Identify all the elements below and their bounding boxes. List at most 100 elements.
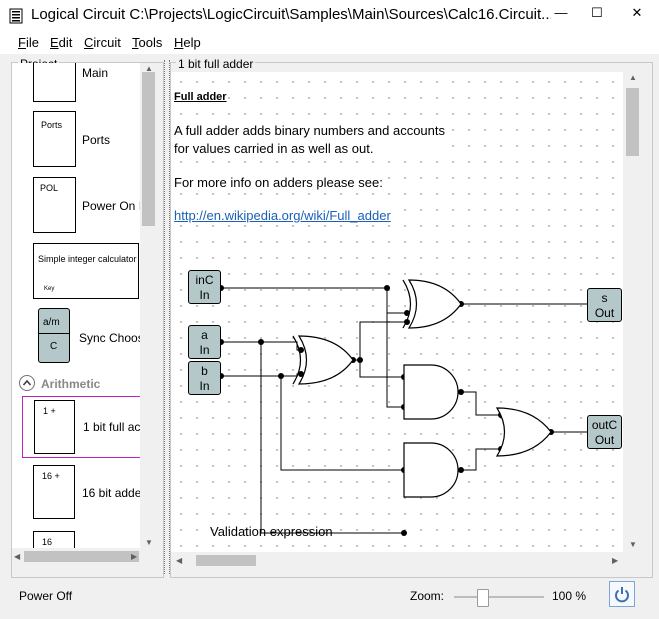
input-pin-a[interactable]: a In	[188, 325, 221, 359]
power-status: Power Off	[19, 589, 73, 603]
pin-name: b	[201, 364, 208, 378]
junction	[384, 285, 390, 291]
menu-circuit[interactable]: Circuit	[84, 35, 121, 50]
junction	[298, 371, 304, 377]
junction	[357, 357, 363, 363]
project-item-label: Sync Choos	[79, 331, 140, 345]
circuit-thumbnail: 1 +	[34, 400, 75, 454]
wire	[261, 341, 301, 351]
output-pin-s[interactable]: s Out	[587, 288, 622, 322]
pin-name: outC	[591, 418, 618, 432]
title-bar: Logical Circuit C:\Projects\LogicCircuit…	[0, 0, 659, 33]
thumbnail-text: Simple integer calculator	[38, 254, 137, 264]
window-title: Logical Circuit C:\Projects\LogicCircuit…	[31, 6, 551, 23]
pin-name: inC	[195, 273, 214, 287]
project-item-label: 1 bit full ac	[83, 420, 140, 434]
thumbnail-text: 16 +	[42, 471, 60, 481]
menu-edit[interactable]: Edit	[50, 35, 73, 50]
circuit-thumbnail: 16	[33, 531, 75, 548]
and-gate[interactable]	[403, 442, 459, 498]
canvas-vertical-scrollbar[interactable]	[624, 72, 641, 552]
wire	[221, 287, 407, 314]
junction	[278, 373, 284, 379]
thumbnail-text: Ports	[41, 120, 63, 130]
circuit-thumbnail: Ports	[33, 111, 76, 167]
menu-bar: File Edit Circuit Tools Help	[0, 32, 659, 54]
project-list: Main Ports Ports POL Power On I Simple i…	[12, 63, 140, 548]
status-bar	[0, 578, 659, 619]
circuit-thumbnail: Simple integer calculator Key	[33, 243, 139, 299]
pin-type: In	[199, 343, 210, 357]
scroll-left-icon[interactable]: ◀	[176, 556, 183, 565]
pin-type: Out	[594, 433, 615, 447]
thumbnail-subtext: Key	[44, 286, 55, 292]
output-pin-outc[interactable]: outC Out	[587, 415, 622, 449]
canvas-vertical-scroll-thumb[interactable]	[626, 88, 639, 156]
and-gate[interactable]	[403, 364, 459, 420]
circuit-thumbnail: POL	[33, 177, 76, 233]
zoom-slider-track[interactable]	[454, 596, 544, 598]
note-more-info: For more info on adders please see:	[174, 175, 383, 190]
thumbnail-text: 16	[42, 537, 53, 547]
or-gate[interactable]	[495, 407, 552, 457]
project-item-1-bit-full-adder[interactable]: 1 + 1 bit full ac	[22, 396, 140, 458]
circuit-thumbnail: 16 +	[33, 465, 75, 519]
wikipedia-link[interactable]: http://en.wikipedia.org/wiki/Full_adder	[174, 208, 391, 223]
chevron-up-icon[interactable]	[18, 374, 36, 392]
junction	[401, 530, 407, 536]
menu-help[interactable]: Help	[174, 35, 201, 50]
thumbnail-text: a/m	[43, 317, 60, 328]
pin-type: In	[199, 379, 210, 393]
scroll-up-icon[interactable]: ▲	[629, 73, 637, 82]
project-panel	[11, 62, 164, 578]
wire	[221, 341, 404, 534]
project-horizontal-scroll-thumb[interactable]	[24, 551, 139, 562]
close-button[interactable]: ✕	[631, 5, 643, 20]
scroll-right-icon[interactable]: ▶	[131, 552, 138, 561]
wire	[461, 448, 501, 471]
menu-tools[interactable]: Tools	[132, 35, 163, 50]
zoom-value: 100 %	[552, 589, 587, 603]
circuit-editor-title: 1 bit full adder	[176, 57, 256, 71]
circuit-editor-panel	[170, 62, 653, 578]
note-description-line: for values carried in as well as out.	[174, 141, 374, 156]
canvas-horizontal-scrollbar[interactable]	[171, 552, 641, 569]
circuit-diagram	[218, 279, 594, 536]
input-pin-inc[interactable]: inC In	[188, 270, 221, 304]
scroll-left-icon[interactable]: ◀	[14, 552, 21, 561]
wire	[359, 321, 407, 360]
xor-gate[interactable]	[402, 279, 462, 329]
zoom-label: Zoom:	[410, 589, 445, 603]
maximize-button[interactable]: ☐	[591, 5, 603, 20]
project-item-label: 16 bit adde	[82, 486, 140, 500]
app-icon	[9, 8, 23, 24]
validation-expression-label: Validation expression	[210, 524, 333, 539]
panel-splitter[interactable]	[164, 60, 170, 574]
thumbnail-text: POL	[40, 183, 59, 193]
scroll-right-icon[interactable]: ▶	[612, 556, 619, 565]
wire	[280, 376, 404, 471]
note-description: A full adder adds binary numbers and acc…	[174, 122, 446, 158]
scroll-down-icon[interactable]: ▼	[629, 540, 637, 549]
pin-type: In	[199, 288, 210, 302]
power-icon	[615, 587, 629, 603]
junction	[458, 467, 464, 473]
scroll-down-icon[interactable]: ▼	[145, 538, 153, 547]
zoom-slider-thumb[interactable]	[477, 589, 489, 607]
circuit-thumbnail: a/m C	[38, 308, 70, 363]
project-item-label: Ports	[82, 133, 111, 147]
project-item-label: Main	[82, 66, 109, 80]
input-pin-b[interactable]: b In	[188, 361, 221, 395]
power-button[interactable]	[609, 581, 635, 607]
minimize-button[interactable]: —	[554, 5, 568, 20]
circuit-thumbnail	[33, 63, 76, 102]
menu-file[interactable]: File	[18, 35, 39, 50]
wire	[461, 391, 501, 416]
xor-gate[interactable]	[292, 335, 354, 385]
circuit-canvas[interactable]: Full adder A full adder adds binary numb…	[171, 72, 623, 552]
scroll-up-icon[interactable]: ▲	[145, 64, 153, 73]
category-label: Arithmetic	[41, 377, 101, 391]
project-vertical-scroll-thumb[interactable]	[142, 72, 155, 226]
canvas-horizontal-scroll-thumb[interactable]	[196, 555, 256, 566]
pin-type: Out	[594, 306, 615, 320]
